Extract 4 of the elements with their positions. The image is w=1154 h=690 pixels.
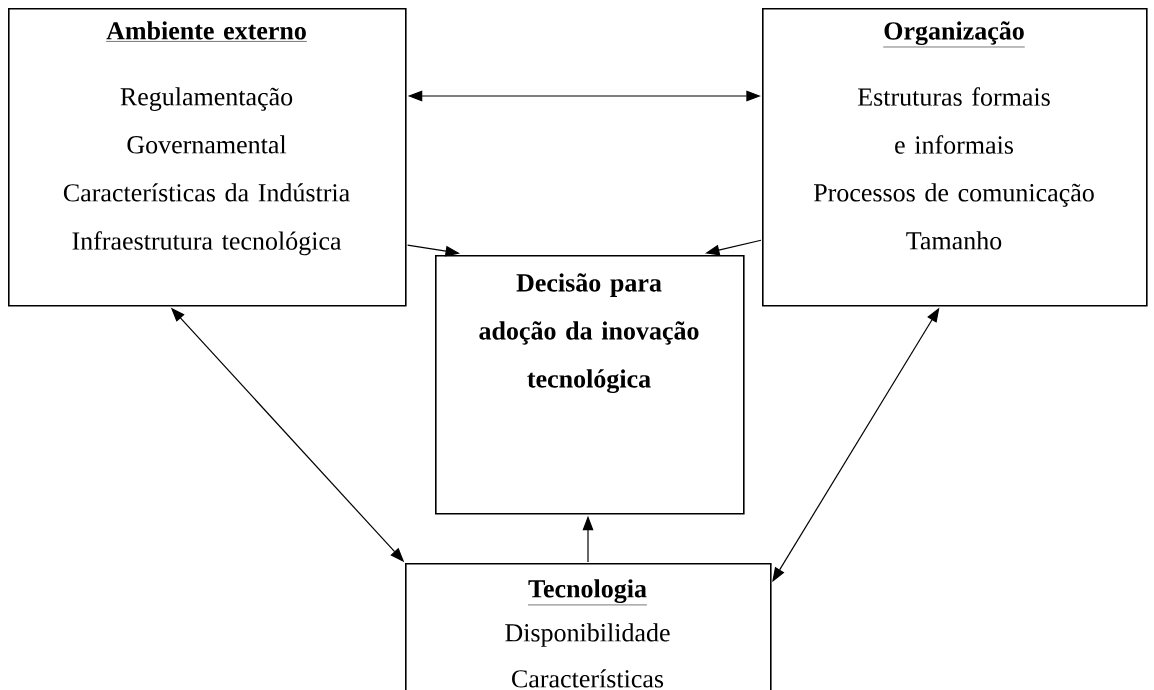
box: Ambiente externo Regulamentação Governamental Características da Indústria Infraestrutura tecnológica — [8, 8, 407, 307]
box: Tecnologia Disponibilidade Características — [405, 563, 772, 690]
box: Decisão para adoção da inovação tecnológica — [435, 255, 745, 515]
box: Organização Estruturas formais e informais Processos de comunicação Tamanho — [762, 8, 1148, 307]
